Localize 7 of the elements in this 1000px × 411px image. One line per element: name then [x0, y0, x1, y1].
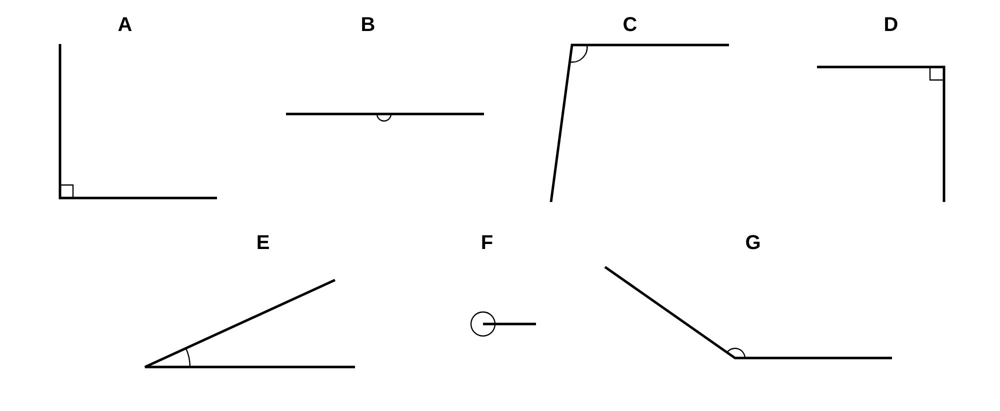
angle-letter: B: [360, 15, 376, 35]
angle-letter: E: [256, 233, 270, 253]
angle-letter: G: [745, 233, 761, 253]
angle-letter: A: [118, 15, 132, 35]
angle-letter: D: [884, 15, 898, 35]
angle-letter: F: [480, 233, 494, 253]
angle-letter: C: [622, 15, 638, 35]
